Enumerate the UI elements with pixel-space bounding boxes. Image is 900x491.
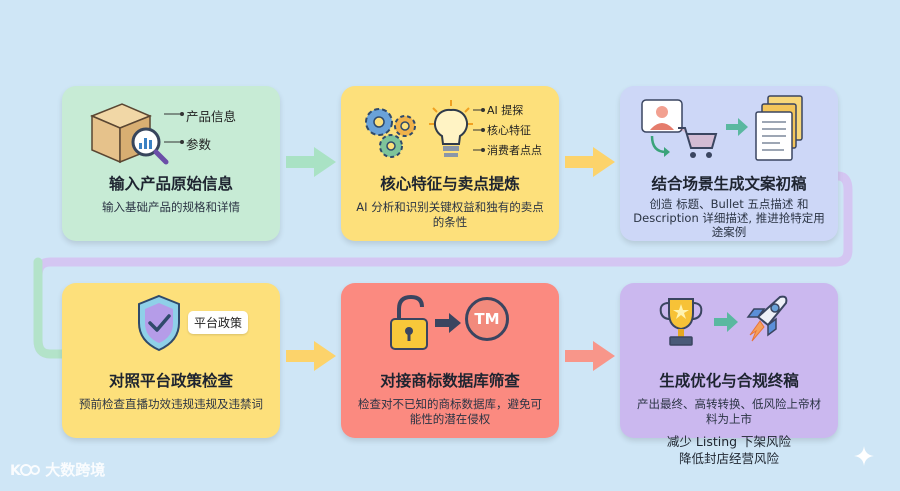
tag-ai-explore: AI 提探 [487,104,524,117]
step-card-3: 结合场景生成文案初稿 创造 标题、Bullet 五点描述 和 Descripti… [620,86,838,241]
trophy-icon [659,298,703,346]
product-box-icon [90,103,169,165]
arrow-right-3 [286,341,336,371]
step-title: 输入产品原始信息 [108,175,233,193]
tag-core-features: 核心特征 [487,124,531,137]
lightbulb-icon [429,100,473,157]
documents-icon [755,95,803,161]
step-title: 生成优化与合规终稿 [659,372,799,390]
step-title: 核心特征与卖点提炼 [380,175,520,193]
step-title: 结合场景生成文案初稿 [651,175,807,193]
step-title: 对接商标数据库筛查 [380,372,520,390]
arrow-right-1 [286,147,336,177]
step-description: 创造 标题、Bullet 五点描述 和 Description 详细描述, 推进… [633,197,825,239]
shield-check-icon [138,294,180,352]
step-description: 产出最终、高转转换、低风险上帝材料为上市 [637,397,821,426]
step-description: 输入基础产品的规格和详情 [102,200,240,214]
watermark: K 大数跨境 [10,459,105,480]
risk-note-1: 减少 Listing 下架风险 [666,434,792,449]
step-description: AI 分析和识别关键权益和独有的卖点的条性 [356,200,544,229]
tag-consumer-points: 消费者点点 [487,144,542,157]
arrow-right-4 [565,341,615,371]
risk-notes: 减少 Listing 下架风险 降低封店经营风险 [620,433,838,467]
tag-connector [473,108,485,152]
policy-tag: 平台政策 [188,311,249,334]
tag-connector [164,112,184,144]
risk-note-2: 降低封店经营风险 [678,451,779,466]
unlocked-padlock-icon [390,294,428,350]
tag-product-info: 产品信息 [186,109,237,124]
step-title: 对照平台政策检查 [108,372,233,390]
step-card-1: 产品信息 参数 输入产品原始信息 输入基础产品的规格和详情 [62,86,280,241]
watermark-logo-icon: K [10,463,40,479]
rocket-icon [746,295,788,342]
curved-arrow-icon [650,135,670,157]
user-icon [641,99,683,133]
sparkle-icon [854,446,874,466]
step-card-6: 生成优化与合规终稿 产出最终、高转转换、低风险上帝材料为上市 [620,283,838,438]
arrow-right-icon [714,312,738,332]
step-description: 检查对不已知的商标数据库，避免可能性的潜在侵权 [358,397,542,426]
shopping-cart-icon [678,127,718,158]
step-description: 预前检查直播功效违规违规及违禁词 [79,397,263,411]
watermark-text: 大数跨境 [45,461,106,479]
gears-icon [365,108,416,158]
arrow-right-2 [565,147,615,177]
step-card-5: TM 对接商标数据库筛查 检查对不已知的商标数据库，避免可能性的潜在侵权 [341,283,559,438]
step-card-4: 平台政策 对照平台政策检查 预前检查直播功效违规违规及违禁词 [62,283,280,438]
arrow-right-icon [726,118,748,136]
tag-parameters: 参数 [186,137,212,152]
svg-text:K: K [10,463,22,479]
arrow-right-icon [435,313,461,333]
trademark-icon: TM [465,297,509,341]
step-card-2: AI 提探 核心特征 消费者点点 核心特征与卖点提炼 AI 分析和识别关键权益和… [341,86,559,241]
